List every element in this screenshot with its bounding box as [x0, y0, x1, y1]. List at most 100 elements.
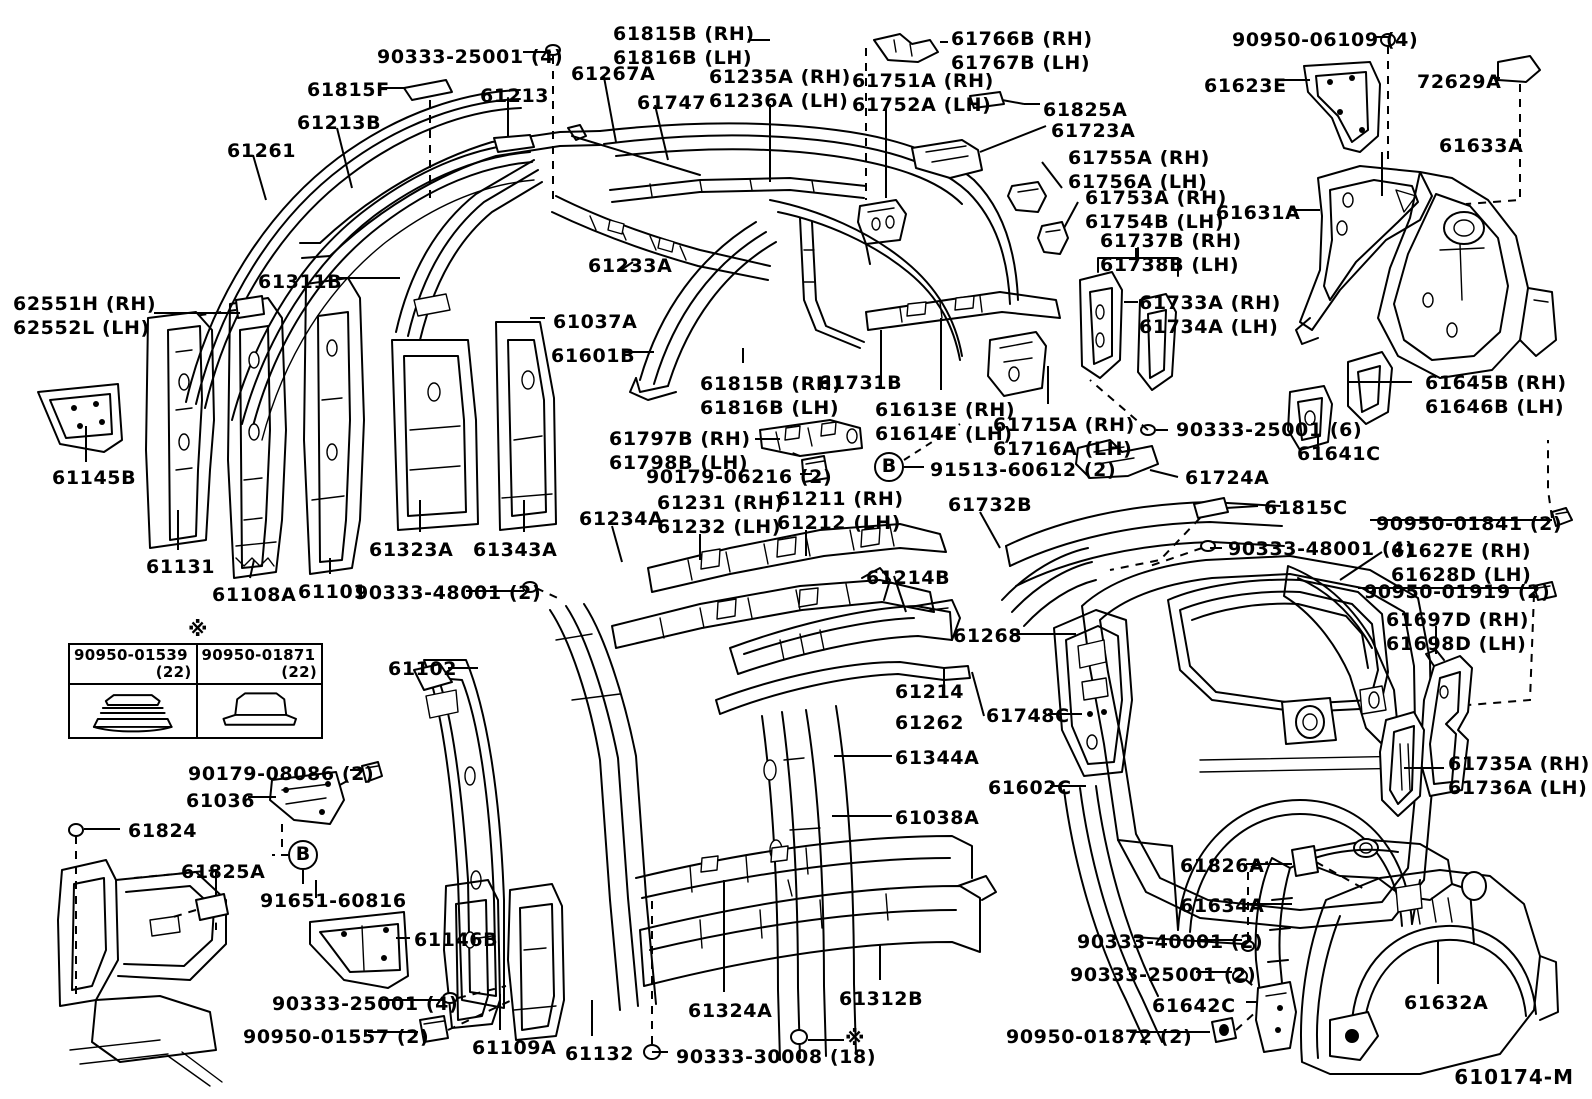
clip-qty-1-text: (22) [155, 663, 192, 681]
part-label-l-61213: 61213 [480, 85, 550, 107]
part-label-l-91651-60816: 91651-60816 [260, 890, 407, 912]
clip-image-2 [198, 685, 322, 739]
part-label-l-61601B: 61601B [551, 345, 636, 367]
part-label-l-61131: 61131 [146, 556, 216, 578]
part-label-l-61623E: 61623E [1204, 75, 1287, 97]
part-label-l-61211-61212: 61211 (RH) 61212 (LH) [777, 488, 904, 534]
part-label-l-61145B: 61145B [52, 467, 137, 489]
part-label-l-91513-60612: 91513-60612 (2) [930, 459, 1117, 481]
part-label-l-61602C: 61602C [988, 777, 1072, 799]
part-label-l-61231-61232: 61231 (RH) 61232 (LH) [657, 492, 784, 538]
part-label-l-61732B: 61732B [948, 494, 1033, 516]
part-label-l-61731B: 61731B [818, 372, 903, 394]
part-label-l-61233A: 61233A [588, 255, 673, 277]
part-label-l-90333-40001: 90333-40001 (2) [1077, 931, 1264, 953]
part-label-l-61815B-61816B: 61815B (RH) 61816B (LH) [613, 23, 755, 69]
part-label-l-90950-01872: 90950-01872 (2) [1006, 1026, 1193, 1048]
part-label-l-90179-06216: 90179-06216 (2) [646, 466, 833, 488]
part-label-l-61633A: 61633A [1439, 135, 1524, 157]
part-label-l-61102: 61102 [388, 658, 458, 680]
clip-column-2: 90950-01871 (22) [195, 645, 322, 739]
part-label-l-61324A: 61324A [688, 1000, 773, 1022]
part-label-l-90333-48001-b: 90333-48001 (4) [1228, 538, 1415, 560]
reference-mark-b-lower: B [288, 840, 318, 870]
part-label-l-61723A: 61723A [1051, 120, 1136, 142]
part-label-l-61101: 61101 [298, 581, 368, 603]
part-label-l-61755A-61756A: 61755A (RH) 61756A (LH) [1068, 147, 1210, 193]
part-label-l-62551H-62552L: 62551H (RH) 62552L (LH) [13, 293, 157, 339]
part-label-l-61815C: 61815C [1264, 497, 1348, 519]
part-label-l-61824: 61824 [128, 820, 198, 842]
part-label-l-61815B-61816B-2: 61815B (RH) 61816B (LH) [700, 373, 842, 419]
part-label-l-61733A-61734A: 61733A (RH) 61734A (LH) [1139, 292, 1281, 338]
part-label-l-61267A: 61267A [571, 63, 656, 85]
clip-part-no-1-text: 90950-01539 [74, 646, 188, 664]
part-label-l-61751A-61752A: 61751A (RH) 61752A (LH) [852, 70, 994, 116]
clip-part-no-2-text: 90950-01871 [201, 646, 316, 664]
part-label-l-61109A: 61109A [472, 1037, 557, 1059]
part-label-l-61724A: 61724A [1185, 467, 1270, 489]
clip-part-no-1: 90950-01539 (22) [70, 645, 196, 685]
part-label-l-61108A: 61108A [212, 584, 297, 606]
part-label-l-61645B-61646B: 61645B (RH) 61646B (LH) [1425, 372, 1567, 418]
reference-mark-b-upper: B [874, 452, 904, 482]
part-label-l-61632A: 61632A [1404, 992, 1489, 1014]
part-label-l-61613E-61614E: 61613E (RH) 61614E (LH) [875, 399, 1016, 445]
part-label-l-90950-06109: 90950-06109 (4) [1232, 29, 1419, 51]
clip-qty-2-text: (22) [281, 663, 317, 681]
part-label-l-61262: 61262 [895, 712, 965, 734]
part-label-l-61766B-61767B: 61766B (RH) 61767B (LH) [951, 28, 1093, 74]
part-label-l-61261: 61261 [227, 140, 297, 162]
part-label-l-61234A: 61234A [579, 508, 664, 530]
part-label-l-61268: 61268 [953, 625, 1023, 647]
part-label-l-61797B-61798B: 61797B (RH) 61798B (LH) [609, 428, 751, 474]
part-label-l-61715A-61716A: 61715A (RH) 61716A (LH) [993, 414, 1135, 460]
part-label-l-90333-48001-a: 90333-48001 (2) [355, 582, 542, 604]
part-label-l-61634A: 61634A [1180, 895, 1265, 917]
part-label-l-61343A: 61343A [473, 539, 558, 561]
part-label-l-61036: 61036 [186, 790, 256, 812]
part-label-l-90333-25001-b: 90333-25001 (6) [1176, 419, 1363, 441]
part-label-l-61697D-61698D: 61697D (RH) 61698D (LH) [1386, 609, 1529, 655]
part-label-l-61235A-61236A: 61235A (RH) 61236A (LH) [709, 66, 851, 112]
part-label-l-90950-01919: 90950-01919 (2) [1364, 581, 1551, 603]
part-label-l-90179-08086: 90179-08086 (2) [188, 763, 375, 785]
part-label-l-61214B: 61214B [866, 567, 951, 589]
clip-reference-table: 90950-01539 (22) 90950-01871 (22) [68, 643, 323, 739]
part-label-l-90333-25001-d: 90333-25001 (4) [272, 993, 459, 1015]
star-callout-bottom: ※ [845, 1026, 865, 1050]
diagram-id: 610174-M [1454, 1065, 1574, 1089]
part-label-l-90333-30008: 90333-30008 (18) [676, 1046, 877, 1068]
part-label-l-61642C: 61642C [1152, 995, 1236, 1017]
part-label-l-61631A: 61631A [1216, 202, 1301, 224]
part-label-l-90333-25001-a: 90333-25001 (4) [377, 46, 564, 68]
part-label-l-61641C: 61641C [1297, 443, 1381, 465]
part-label-l-61037A: 61037A [553, 311, 638, 333]
clip-part-no-2: 90950-01871 (22) [197, 645, 321, 685]
part-label-l-61748C: 61748C [986, 705, 1070, 727]
inset-star-symbol: ※ [188, 617, 208, 641]
part-label-l-61146B: 61146B [414, 929, 499, 951]
part-label-l-61737B-61738B: 61737B (RH) 61738B (LH) [1100, 230, 1242, 276]
part-label-l-61627E-61628D: 61627E (RH) 61628D (LH) [1391, 540, 1532, 586]
part-label-l-61312B: 61312B [839, 988, 924, 1010]
part-label-l-90333-25001-c: 90333-25001 (2) [1070, 964, 1257, 986]
part-label-l-72629A: 72629A [1417, 71, 1502, 93]
part-label-l-61826A: 61826A [1180, 855, 1265, 877]
part-label-l-61311B: 61311B [258, 271, 343, 293]
part-label-l-90950-01841: 90950-01841 (2) [1376, 513, 1563, 535]
part-label-l-61747: 61747 [637, 92, 707, 114]
part-label-l-61323A: 61323A [369, 539, 454, 561]
part-label-l-61825A-top: 61825A [1043, 99, 1128, 121]
part-label-l-61825A-bottom: 61825A [181, 861, 266, 883]
part-label-l-61214: 61214 [895, 681, 965, 703]
part-label-l-61038A: 61038A [895, 807, 980, 829]
part-label-l-61815F: 61815F [307, 79, 390, 101]
part-label-l-61132: 61132 [565, 1043, 635, 1065]
part-label-l-90950-01557: 90950-01557 (2) [243, 1026, 430, 1048]
part-label-l-61344A: 61344A [895, 747, 980, 769]
